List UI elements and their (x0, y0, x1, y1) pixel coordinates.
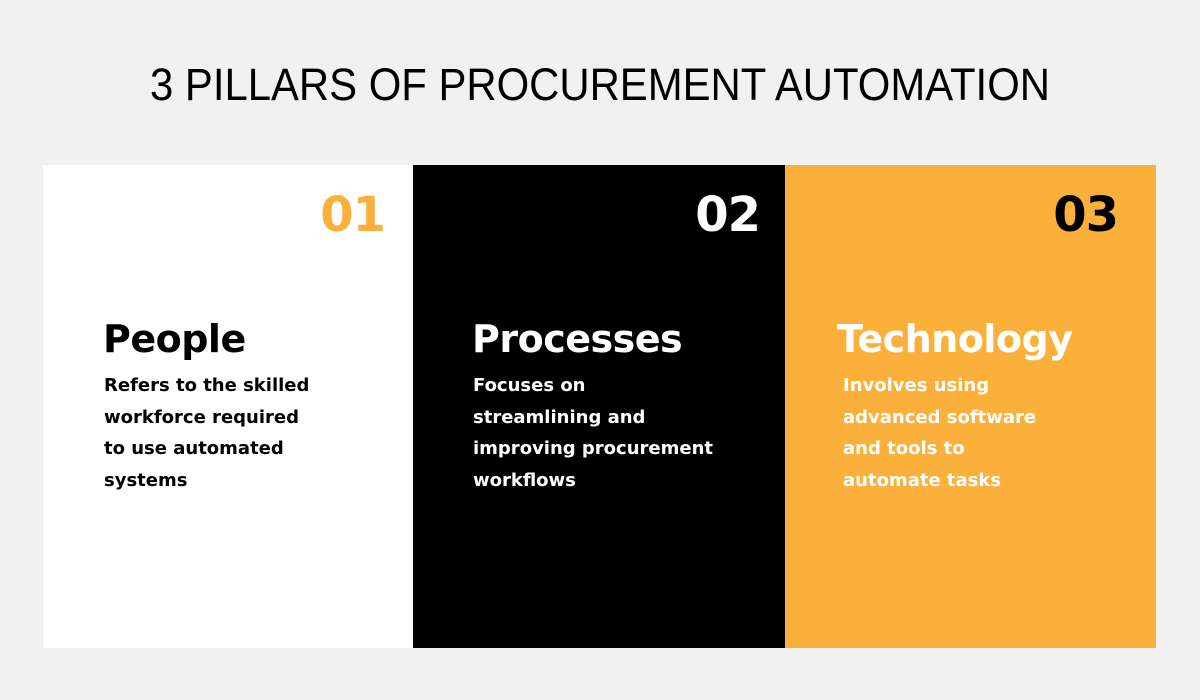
pillar-number: 02 (695, 187, 761, 243)
pillar-heading: People (103, 317, 246, 361)
pillar-description: Involves using advanced software and too… (843, 375, 1037, 491)
pillar-card-processes: 02 Processes Focuses on streamlining and… (413, 165, 785, 648)
pillar-heading: Technology (837, 317, 1073, 361)
pillar-number: 01 (320, 187, 386, 243)
pillar-card-people: 01 People Refers to the skilled workforc… (43, 165, 413, 648)
page-title: 3 PILLARS OF PROCUREMENT AUTOMATION (150, 59, 1050, 110)
pillar-card-technology: 03 Technology Involves using advanced so… (785, 165, 1156, 648)
pillar-description: Focuses on streamlining and improving pr… (473, 375, 714, 491)
pillar-number: 03 (1053, 187, 1119, 243)
pillar-description: Refers to the skilled workforce required… (104, 375, 310, 491)
pillar-heading: Processes (472, 317, 683, 361)
